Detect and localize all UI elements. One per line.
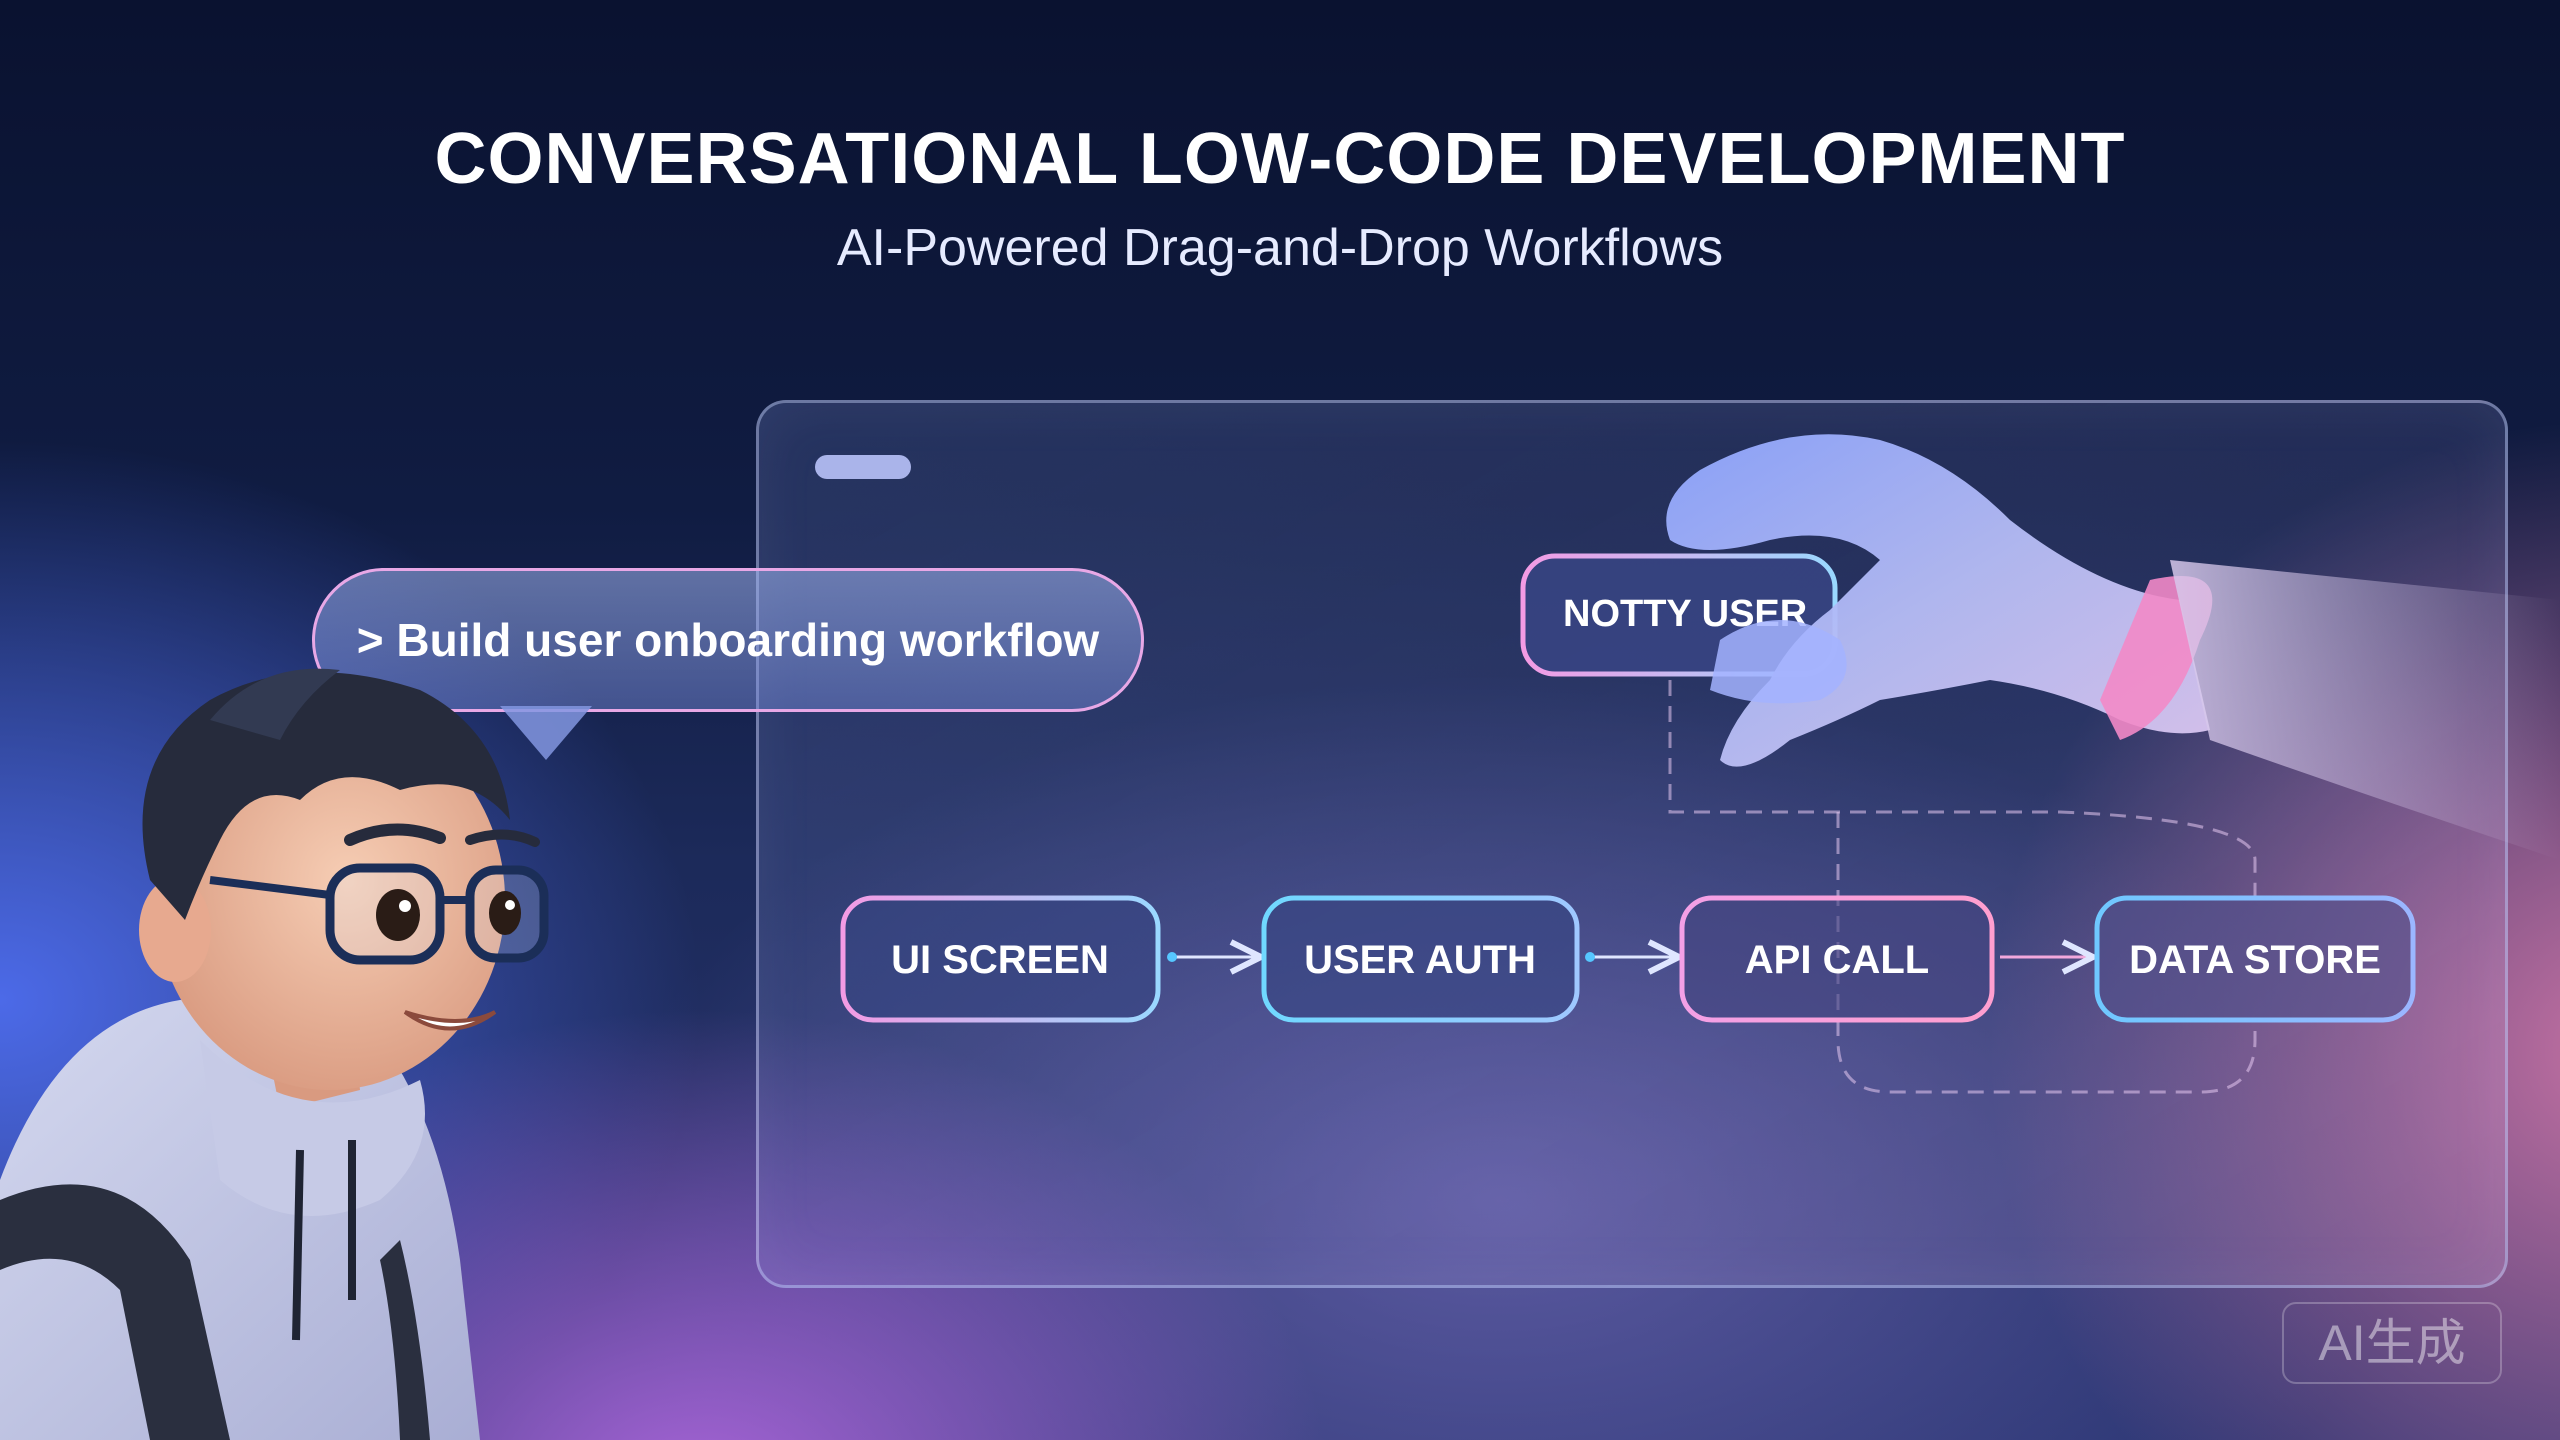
dashed-connector-upper (1668, 680, 2257, 898)
dashed-connector-branch (1836, 812, 2257, 1094)
prompt-speech-bubble: > Build user onboarding workflow (312, 568, 1144, 712)
workflow-node-user-auth[interactable]: USER AUTH (1261, 895, 1580, 1023)
workflow-node-ui-screen[interactable]: UI SCREEN (840, 895, 1161, 1023)
panel-handle[interactable] (815, 455, 911, 479)
arrow-right-icon (1585, 952, 1676, 962)
node-label: USER AUTH (1304, 938, 1536, 982)
page-title: CONVERSATIONAL LOW-CODE DEVELOPMENT (434, 119, 2126, 199)
workflow-node-data-store[interactable]: DATA STORE (2094, 895, 2416, 1023)
node-label: UI SCREEN (891, 938, 1109, 982)
arrow-right-icon (1167, 952, 1258, 962)
workflow-node-api-call[interactable]: API CALL (1679, 895, 1995, 1023)
prompt-text: > Build user onboarding workflow (356, 614, 1100, 666)
node-label: DATA STORE (2129, 938, 2381, 982)
speech-bubble-tail (500, 706, 592, 760)
page-subtitle: AI-Powered Drag-and-Drop Workflows (836, 219, 1724, 277)
workflow-canvas-panel[interactable] (756, 400, 2508, 1288)
node-label: API CALL (1745, 938, 1929, 982)
ai-generated-watermark: AI生成 (2282, 1302, 2502, 1384)
